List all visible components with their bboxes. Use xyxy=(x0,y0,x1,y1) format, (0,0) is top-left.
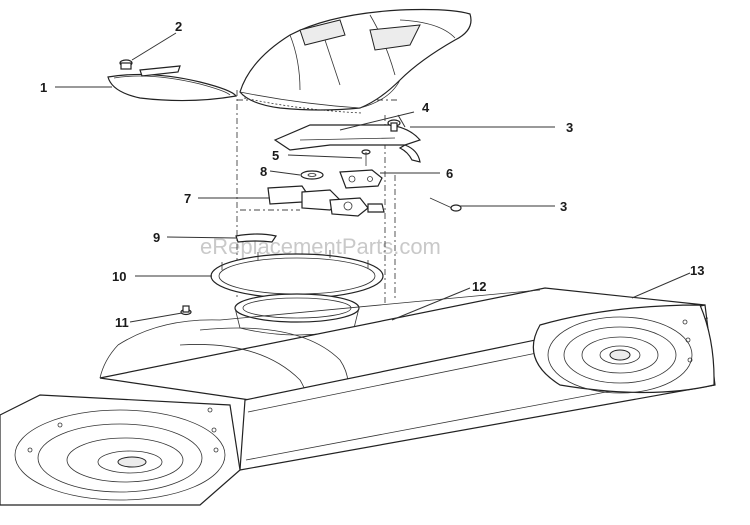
callout-labels: 1 2 3 3 4 5 6 7 8 9 10 11 12 13 xyxy=(40,19,704,330)
part-1-retainer-ring xyxy=(107,65,238,102)
part-5-pin xyxy=(361,149,371,166)
part-4-cover xyxy=(273,124,422,163)
callout-3-lower: 3 xyxy=(560,199,567,214)
leader-lines xyxy=(55,32,691,323)
part-9-clip xyxy=(235,233,277,243)
part-11-bolt xyxy=(180,305,192,316)
callout-1: 1 xyxy=(40,80,47,95)
part-7-assembly xyxy=(267,185,385,217)
callout-9: 9 xyxy=(153,230,160,245)
part-6-bracket xyxy=(339,169,383,189)
callout-7: 7 xyxy=(184,191,191,206)
part-3-screw-lower xyxy=(429,197,462,212)
part-3-screw-upper xyxy=(387,119,401,132)
part-2-bolt xyxy=(119,59,133,70)
callout-4: 4 xyxy=(422,100,430,115)
part-12-collar xyxy=(234,293,360,336)
callout-12: 12 xyxy=(472,279,486,294)
callout-13: 13 xyxy=(690,263,704,278)
callout-8: 8 xyxy=(260,164,267,179)
part-13-housing xyxy=(0,287,716,506)
callout-3-upper: 3 xyxy=(566,120,573,135)
callout-6: 6 xyxy=(446,166,453,181)
callout-2: 2 xyxy=(175,19,182,34)
callout-11: 11 xyxy=(115,315,129,330)
part-8-washer xyxy=(300,170,324,180)
callout-5: 5 xyxy=(272,148,279,163)
part-chute xyxy=(239,8,472,114)
callout-10: 10 xyxy=(112,269,126,284)
